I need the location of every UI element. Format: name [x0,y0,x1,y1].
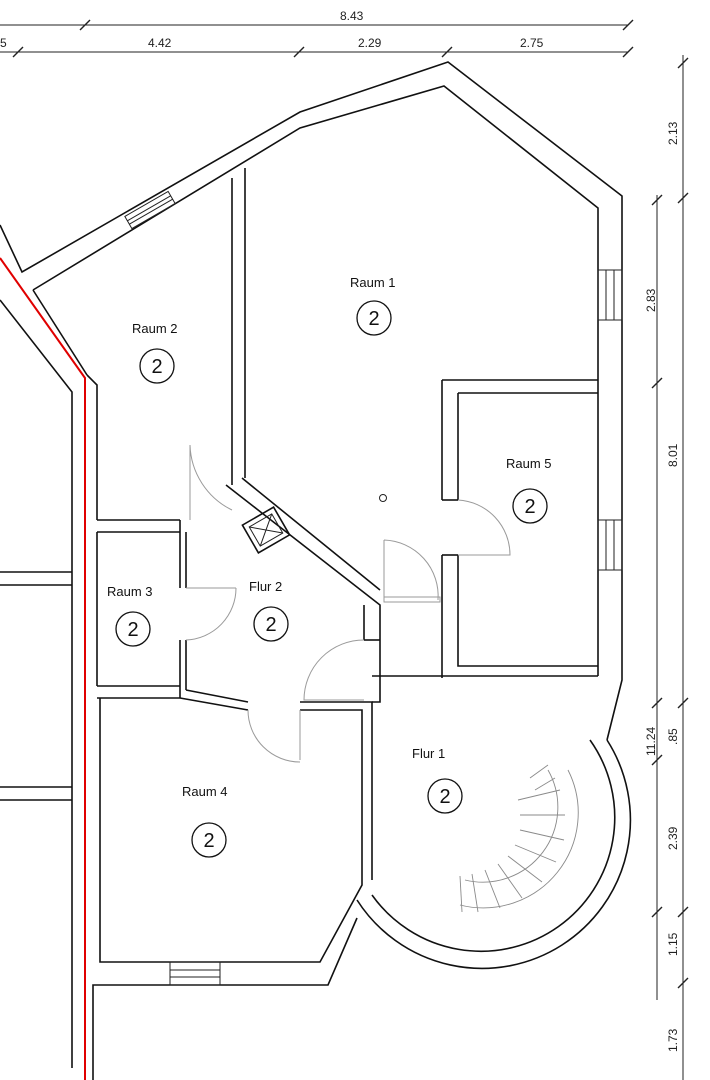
room-badge [115,611,151,647]
room-badge [139,348,175,384]
room-badge [427,778,463,814]
outer-walls [0,61,632,1080]
interior-walls [86,168,598,963]
dim-right-5: 1.73 [666,1028,680,1052]
property-boundary-line [0,257,86,1080]
dim-top-partial: 5 [0,36,7,50]
dim-right-1: 2.13 [666,121,680,145]
room-label: Raum 5 [506,456,552,471]
window-raum-4 [169,961,221,986]
neighbour-building [0,257,86,1080]
room-badge [512,488,548,524]
room-raum-1: Raum 1 2 [350,275,396,336]
room-badge-number: 2 [524,496,535,518]
room-label: Raum 3 [107,584,153,599]
room-badge [253,606,289,642]
room-badge-number: 2 [439,786,450,808]
room-label: Flur 2 [249,579,282,594]
room-badge-number: 2 [127,619,138,641]
room-badge-number: 2 [203,830,214,852]
right-dimensions: 2.13 8.01 11.24 1.15 1.73 2.83 .85 2.39 [644,55,689,1080]
shaft-symbol [241,506,291,554]
room-label: Flur 1 [412,746,445,761]
door-raum-5 [457,499,511,556]
room-badge-number: 2 [151,356,162,378]
door-raum-3 [185,587,237,641]
room-badge-number: 2 [368,308,379,330]
room-label: Raum 1 [350,275,396,290]
dim-right-4: 1.15 [666,932,680,956]
dim-right-inner-3: 2.39 [666,826,680,850]
dim-top-seg-3: 2.75 [520,36,544,50]
dim-top-seg-1: 4.42 [148,36,172,50]
windows [124,190,623,986]
window-raum-1 [597,269,623,321]
spiral-stair [459,764,579,913]
door-raum-1 [383,539,439,601]
window-raum-2 [124,190,176,230]
door-raum-2 [189,444,233,520]
room-flur-2: Flur 2 2 [249,579,289,642]
room-badge [191,822,227,858]
room-flur-1: Flur 1 2 [412,746,463,814]
room-badge-number: 2 [265,614,276,636]
dim-right-2: 8.01 [666,443,680,467]
doors [185,444,511,763]
door-flur-1 [303,639,365,701]
room-raum-2: Raum 2 2 [132,321,178,384]
ceiling-point [379,494,387,502]
dim-right-inner-2: .85 [666,728,680,745]
dim-right-3: 11.24 [644,727,658,756]
dim-top-seg-2: 2.29 [358,36,382,50]
window-raum-5 [597,519,623,571]
door-raum-4 [247,709,301,763]
room-badge [356,300,392,336]
dim-top-total: 8.43 [340,9,364,23]
top-dimensions: 8.43 5 4.42 2.29 2.75 [0,9,634,58]
room-label: Raum 4 [182,784,228,799]
room-raum-5: Raum 5 2 [506,456,552,524]
room-label: Raum 2 [132,321,178,336]
dim-right-inner-1: 2.83 [644,288,658,312]
room-raum-3: Raum 3 2 [107,584,153,647]
room-raum-4: Raum 4 2 [182,784,228,858]
